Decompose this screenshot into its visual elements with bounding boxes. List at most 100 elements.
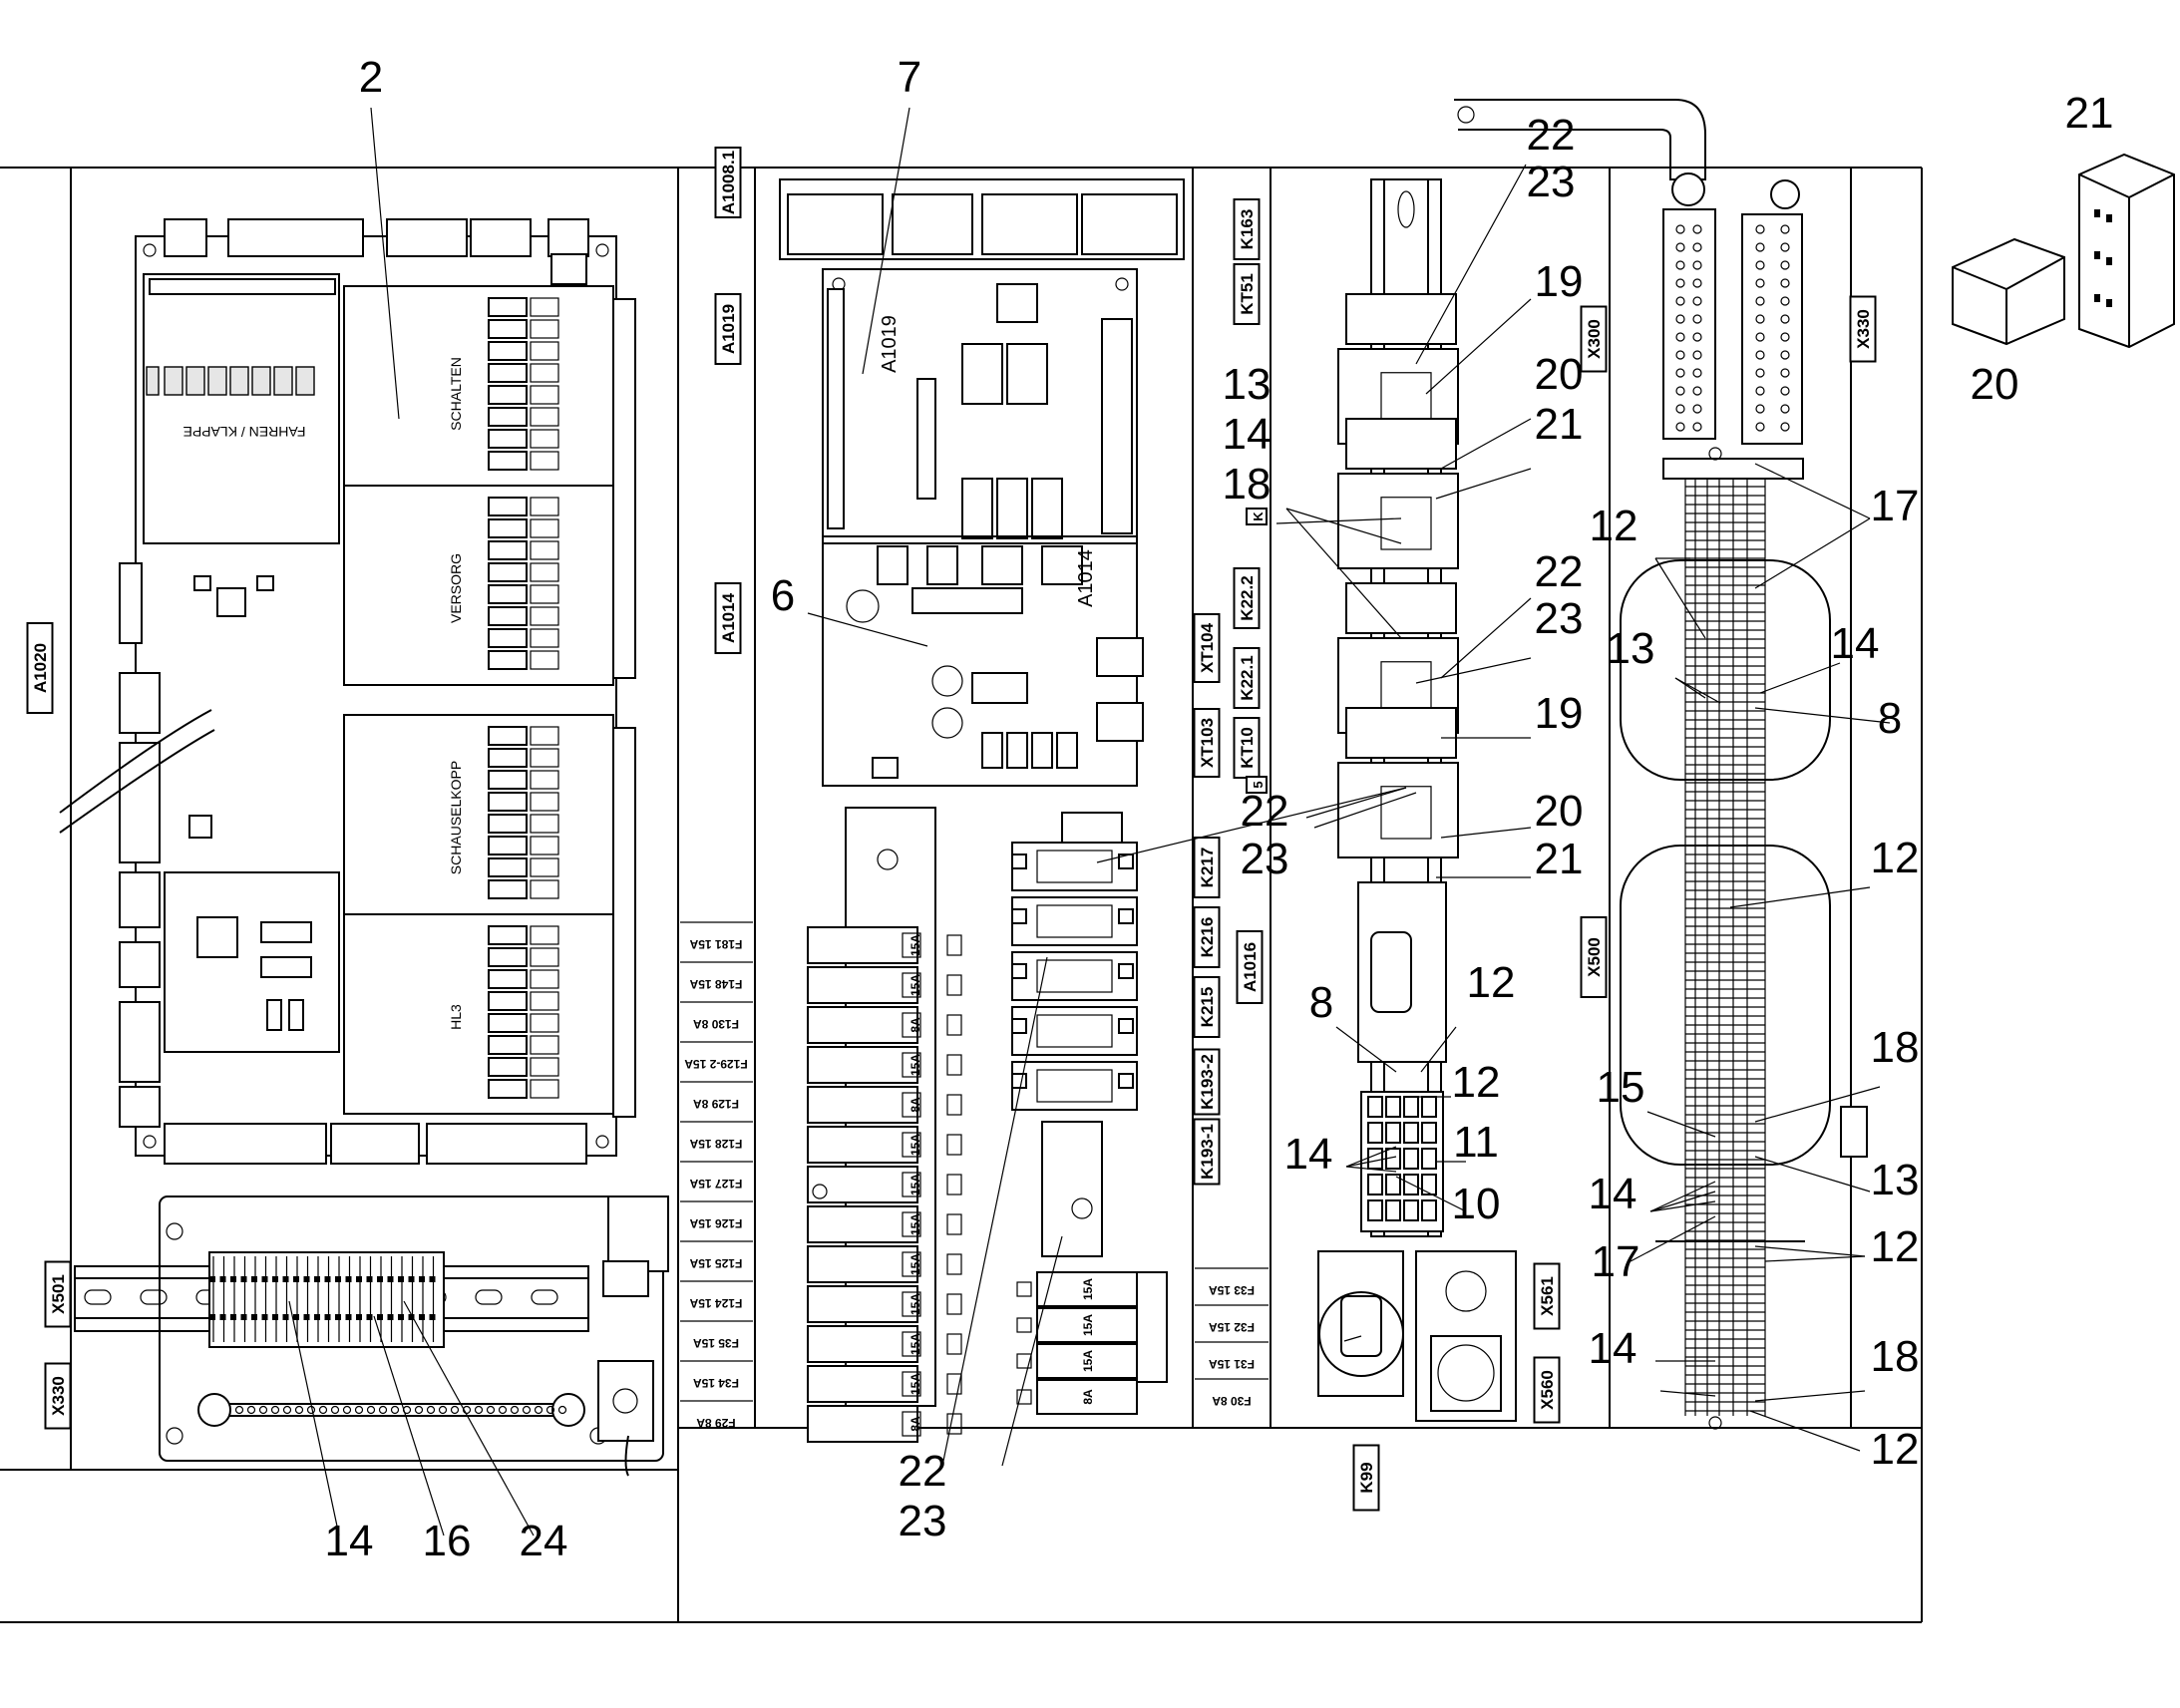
din-rail-x501 — [74, 1196, 669, 1477]
callout-c13c: 13 — [1871, 1156, 1920, 1204]
designation-tag-tag5: 5 — [1251, 781, 1266, 788]
designation-tag-a1020: A1020 — [31, 643, 50, 693]
callout-c2: 2 — [359, 53, 383, 102]
designation-tag-a1019: A1019 — [719, 304, 738, 354]
cabinet-frame — [0, 167, 1923, 1623]
small-fuse-rating: 15A — [1081, 1350, 1095, 1372]
fuse-label: F181 15A — [689, 937, 742, 951]
designation-tag-x330a: X330 — [1854, 309, 1873, 349]
callout-c12f: 12 — [1871, 1425, 1920, 1474]
designation-tag-k99: K99 — [1357, 1462, 1376, 1493]
callout-c17b: 17 — [1592, 1237, 1640, 1286]
fuse-block-rating: 15A — [908, 1293, 922, 1315]
designation-tag-x300: X300 — [1585, 319, 1604, 359]
callout-c11: 11 — [1453, 1118, 1499, 1167]
fuse-block-rating: 15A — [908, 1054, 922, 1076]
callout-c20b: 20 — [1535, 350, 1584, 399]
callout-c20c: 20 — [1535, 787, 1584, 836]
fuse-block-rating: 15A — [908, 1134, 922, 1156]
fuse-label: F34 15A — [693, 1376, 739, 1390]
fuse-label: F124 15A — [689, 1296, 742, 1310]
callout-c24: 24 — [520, 1517, 568, 1565]
callout-c14c: 14 — [1284, 1130, 1333, 1179]
board-label-a1019: A1019 — [879, 315, 901, 373]
fuse-block-rating: 8A — [908, 1416, 922, 1432]
fuse-label: F33 15A — [1209, 1283, 1255, 1297]
callout-c22d: 22 — [899, 1447, 947, 1496]
callout-c14e: 14 — [1589, 1324, 1637, 1373]
callout-c19b: 19 — [1535, 689, 1584, 738]
callout-c10: 10 — [1452, 1180, 1501, 1228]
fuse-block-rating: 15A — [908, 1213, 922, 1235]
callout-c20a: 20 — [1971, 360, 2019, 409]
fuse-label: F126 15A — [689, 1216, 742, 1230]
module-label-schalten: SCHALTEN — [448, 357, 464, 431]
callout-c12b: 12 — [1871, 834, 1920, 882]
leader-lines — [288, 107, 1891, 1537]
fuse-block-rating: 8A — [908, 1017, 922, 1033]
callout-c6: 6 — [771, 571, 795, 620]
designation-tag-a1014: A1014 — [719, 592, 738, 643]
designation-tag-k1931: K193-1 — [1198, 1124, 1217, 1180]
callout-c19a: 19 — [1535, 257, 1584, 306]
callout-c12e: 12 — [1871, 1222, 1920, 1271]
fuse-label: F125 15A — [689, 1256, 742, 1270]
callout-c21a: 21 — [2065, 89, 2114, 138]
designation-tag-x500: X500 — [1585, 937, 1604, 977]
designation-tag-xt104: XT104 — [1198, 622, 1217, 673]
callout-c14d: 14 — [1589, 1170, 1637, 1218]
designation-tag-a1008: A1008.1 — [719, 151, 738, 214]
designation-tag-tagk: K — [1251, 512, 1266, 521]
board-label-fahren: FAHREN / KLAPPE — [183, 424, 306, 440]
designation-tag-k215: K215 — [1198, 987, 1217, 1028]
callout-c21c: 21 — [1535, 835, 1584, 883]
designation-tag-a1016: A1016 — [1241, 942, 1260, 992]
callout-c12d: 12 — [1452, 1058, 1501, 1107]
callout-c13b: 13 — [1607, 624, 1655, 673]
callout-c18b: 18 — [1871, 1023, 1920, 1072]
callout-c13a: 13 — [1223, 360, 1272, 409]
callout-c14b: 14 — [1831, 619, 1880, 668]
small-fuse-rating: 15A — [1081, 1314, 1095, 1336]
designation-tag-k217: K217 — [1198, 848, 1217, 888]
designation-tag-x330b: X330 — [49, 1376, 68, 1416]
callout-c18c: 18 — [1871, 1332, 1920, 1381]
designation-tag-k216: K216 — [1198, 917, 1217, 958]
designation-tags: A1020A1008.1A1019A1014A1016K163KT51K22.2… — [26, 147, 1877, 1512]
small-fuse-rating: 15A — [1081, 1278, 1095, 1300]
designation-tag-x501: X501 — [49, 1274, 68, 1314]
center-control-boards: A1019 A1014 — [779, 178, 1185, 787]
callout-c16: 16 — [423, 1517, 472, 1565]
callout-c23c: 23 — [1241, 835, 1289, 883]
fuse-label: F130 8A — [693, 1017, 739, 1031]
designation-tag-k1932: K193-2 — [1198, 1054, 1217, 1110]
fuse-block-rating: 15A — [908, 1174, 922, 1196]
fuse-block-rating: 15A — [908, 1253, 922, 1275]
callout-c8b: 8 — [1309, 978, 1333, 1027]
callout-c23d: 23 — [899, 1497, 947, 1545]
callout-c17a: 17 — [1871, 482, 1920, 530]
module-label-hl3: HL3 — [448, 1004, 464, 1030]
designation-tag-x560: X560 — [1538, 1370, 1557, 1410]
fuse-block-rating: 15A — [908, 1373, 922, 1395]
designation-tag-x561: X561 — [1538, 1276, 1557, 1316]
fuse-label: F129-2 15A — [684, 1057, 748, 1071]
callout-c21b: 21 — [1535, 400, 1584, 449]
fuse-label: F32 15A — [1209, 1320, 1255, 1334]
designation-tag-kt51: KT51 — [1238, 273, 1257, 315]
module-label-schauselkopp: SCHAUSELKOPP — [448, 761, 464, 874]
relay-detail-view — [1952, 153, 2175, 349]
callout-c22b: 22 — [1535, 547, 1584, 596]
callout-c12a: 12 — [1590, 502, 1638, 550]
designation-tag-kt10: KT10 — [1238, 727, 1257, 769]
callout-c23b: 23 — [1535, 594, 1584, 643]
module-label-versorg: VERSORG — [448, 553, 464, 623]
fuse-block-rating: 15A — [908, 1333, 922, 1355]
fuse-label: F35 15A — [693, 1336, 739, 1350]
callout-c23a: 23 — [1527, 158, 1576, 206]
fuse-label: F129 8A — [693, 1097, 739, 1111]
callout-c7: 7 — [898, 53, 921, 102]
